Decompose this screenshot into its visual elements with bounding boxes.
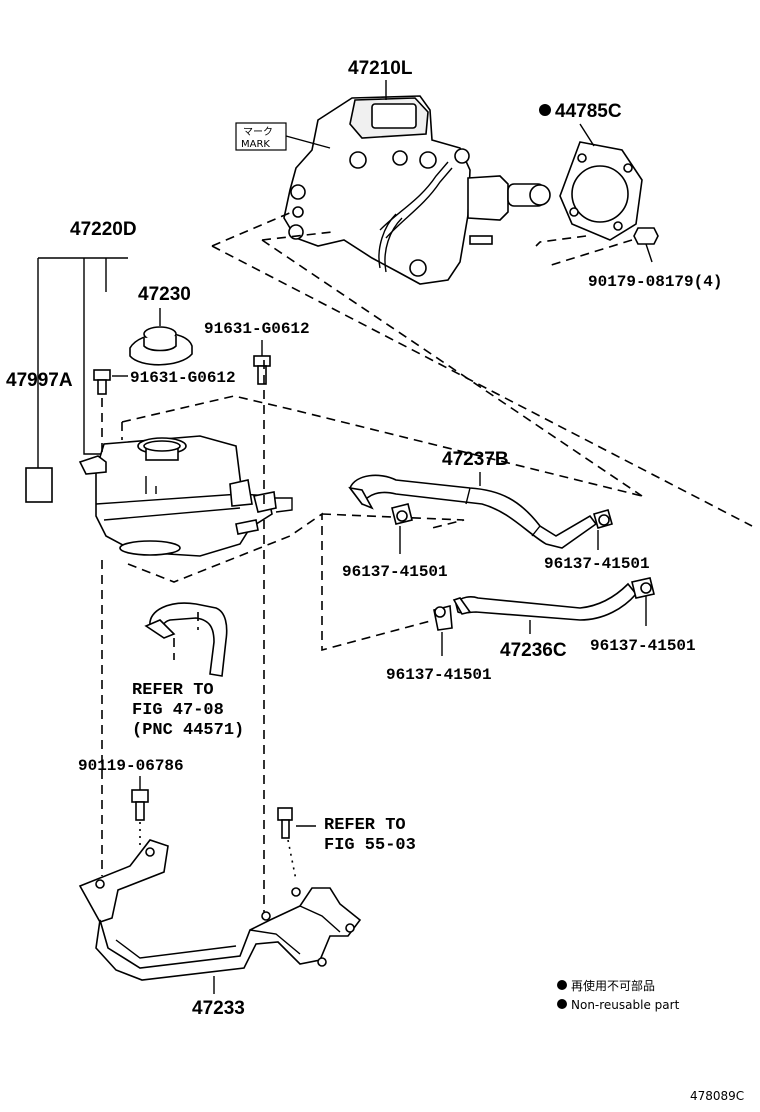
ref-4708-line3: (PNC 44571) bbox=[132, 721, 244, 740]
ref-4708-line2: FIG 47-08 bbox=[132, 701, 224, 720]
hose-ref-drawing bbox=[144, 602, 228, 677]
diagram-id: 478089C bbox=[690, 1089, 744, 1103]
gasket-drawing bbox=[559, 141, 643, 241]
label-bracket: 47233 bbox=[192, 998, 245, 1019]
hose-upper-drawing bbox=[348, 474, 598, 549]
mark-tag: マーク MARK bbox=[235, 122, 331, 151]
cap-drawing bbox=[129, 326, 193, 366]
clamp-b-drawing bbox=[593, 509, 613, 529]
label-reservoir-assy: 47220D bbox=[70, 219, 137, 240]
reservoir-drawing bbox=[78, 435, 293, 557]
label-screw-upper: 91631-G0612 bbox=[204, 320, 310, 338]
hose-lower-drawing bbox=[452, 582, 638, 621]
legend-jp: 再使用不可部品 bbox=[571, 978, 655, 993]
label-clamp-b: 96137-41501 bbox=[544, 555, 650, 573]
clamp-d-drawing bbox=[631, 577, 655, 599]
label-cap: 47230 bbox=[138, 284, 191, 305]
clamp-a-drawing bbox=[391, 503, 413, 525]
label-booster-assy: 47210L bbox=[348, 58, 413, 79]
ref-5503-line2: FIG 55-03 bbox=[324, 836, 416, 855]
label-clamp-a: 96137-41501 bbox=[342, 563, 448, 581]
ref-5503-line1: REFER TO bbox=[324, 816, 406, 835]
label-hose-lower: 47236C bbox=[500, 640, 567, 661]
non-reusable-marker bbox=[539, 104, 551, 116]
label-nut: 90179-08179(4) bbox=[588, 273, 722, 291]
label-clamp-c: 96137-41501 bbox=[386, 666, 492, 684]
legend-marker-en bbox=[557, 999, 567, 1009]
legend: 再使用不可部品 Non-reusable part bbox=[557, 978, 680, 1012]
label-clamp-d: 96137-41501 bbox=[590, 637, 696, 655]
label-bolt: 90119-06786 bbox=[78, 757, 184, 775]
label-screw-left: 91631-G0612 bbox=[130, 369, 236, 387]
screw-upper-drawing bbox=[253, 355, 271, 385]
legend-marker-jp bbox=[557, 980, 567, 990]
label-label-plate: 47997A bbox=[6, 370, 73, 391]
screw-left-drawing bbox=[93, 369, 111, 395]
brake-booster-drawing bbox=[283, 95, 551, 285]
mark-tag-jp: マーク bbox=[243, 126, 273, 138]
label-hose-upper: 47237B bbox=[442, 449, 509, 470]
ref-4708-line1: REFER TO bbox=[132, 681, 214, 700]
label-gasket: 44785C bbox=[555, 101, 622, 122]
bracket-drawing bbox=[78, 839, 362, 981]
mark-tag-en: MARK bbox=[241, 139, 270, 150]
bolt-ref-drawing bbox=[277, 807, 293, 839]
label-plate-drawing bbox=[25, 467, 53, 503]
legend-en: Non-reusable part bbox=[571, 998, 680, 1012]
bolt-drawing bbox=[131, 789, 149, 821]
nut-drawing bbox=[633, 227, 659, 263]
clamp-c-drawing bbox=[433, 604, 453, 631]
